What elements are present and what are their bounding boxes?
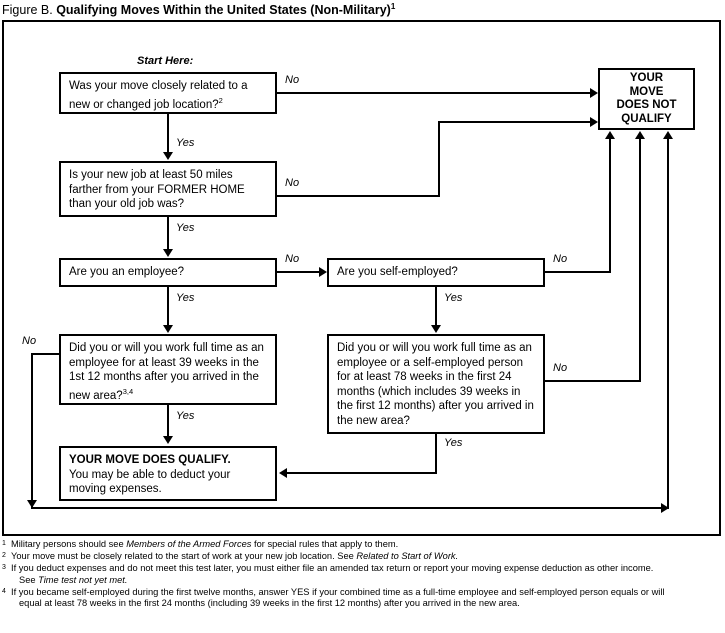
footnote-marker: 1: [2, 540, 6, 547]
edge-q6-no-line-v: [639, 139, 641, 382]
edge-label-q1-no: No: [285, 74, 300, 86]
footnote-item: 2 Your move must be closely related to t…: [2, 551, 723, 563]
decision-box-distance-test[interactable]: Is your new job at least 50 miles farthe…: [59, 161, 277, 217]
edge-q6-no-arrow: [635, 131, 645, 139]
edge-q4-no-line-h: [545, 271, 611, 273]
footnote-marker: 3: [2, 564, 6, 572]
edge-q2-no-arrow: [590, 117, 598, 127]
footnote-marker: 2: [2, 552, 6, 560]
footnote-text: Your move must be closely related to the…: [11, 551, 459, 562]
edge-q2-yes-arrow: [163, 249, 173, 257]
figure-label: Figure B.: [2, 3, 53, 18]
edge-q5-yes-arrow: [163, 436, 173, 444]
edge-q3-no-arrow: [319, 267, 327, 277]
terminal-box-does-not-qualify[interactable]: YOUR MOVE DOES NOT QUALIFY: [598, 68, 695, 130]
decision-box-employee-time-test[interactable]: Did you or will you work full time as an…: [59, 334, 277, 405]
edge-label-q1-yes: Yes: [176, 137, 195, 149]
edge-label-q2-no: No: [285, 177, 300, 189]
edge-q1-no-line: [277, 92, 590, 94]
edge-q3-yes-line: [167, 287, 169, 326]
decision-box-self-employed-time-test-text: Did you or will you work full time as an…: [337, 342, 534, 427]
footnote-text: If you became self-employed during the f…: [11, 586, 665, 609]
edge-q1-no-arrow: [590, 88, 598, 98]
edge-q5-no-line-v: [31, 353, 33, 507]
decision-box-are-you-self-employed-text: Are you self-employed?: [337, 266, 458, 278]
decision-box-distance-test-text: Is your new job at least 50 miles farthe…: [69, 169, 245, 210]
edge-label-q5-no: No: [22, 335, 37, 347]
edge-q6-no-line-h: [545, 380, 641, 382]
edge-q1-yes-arrow: [163, 152, 173, 160]
footnote-item: 3 If you deduct expenses and do not meet…: [2, 563, 723, 586]
footnote-marker: 4: [2, 587, 6, 595]
figure-title-text: Qualifying Moves Within the United State…: [56, 3, 391, 18]
terminal-box-does-qualify[interactable]: YOUR MOVE DOES QUALIFY. You may be able …: [59, 446, 277, 501]
edge-label-q6-no: No: [553, 362, 568, 374]
decision-box-move-related[interactable]: Was your move closely related to a new o…: [59, 72, 277, 114]
does-qualify-body: You may be able to deduct your moving ex…: [69, 468, 231, 496]
edge-label-q3-no: No: [285, 253, 300, 265]
footnotes: 1 Military persons should see Members of…: [2, 539, 723, 611]
figure-title-superscript: 1: [390, 2, 396, 11]
edge-q3-yes-arrow: [163, 325, 173, 333]
edge-q3-no-line: [277, 271, 320, 273]
decision-box-self-employed-time-test[interactable]: Did you or will you work full time as an…: [327, 334, 545, 434]
bottom-rail-line-v: [667, 139, 669, 508]
decision-box-are-you-employee[interactable]: Are you an employee?: [59, 258, 277, 287]
edge-q5-no-arrow: [27, 500, 37, 508]
footnote-item: 1 Military persons should see Members of…: [2, 539, 723, 551]
edge-label-q5-yes: Yes: [176, 410, 195, 422]
edge-label-q2-yes: Yes: [176, 222, 195, 234]
footnote-text: If you deduct expenses and do not meet t…: [11, 563, 654, 585]
edge-label-q4-yes: Yes: [444, 292, 463, 304]
edge-q6-yes-arrow: [279, 468, 287, 478]
decision-box-are-you-employee-text: Are you an employee?: [69, 266, 185, 278]
edge-q2-no-line-h2: [438, 121, 590, 123]
footnote-item: 4 If you became self-employed during the…: [2, 587, 723, 610]
does-not-qualify-line-3: DOES NOT: [616, 99, 677, 111]
edge-label-q3-yes: Yes: [176, 292, 195, 304]
bottom-rail-line-h: [31, 507, 669, 509]
bottom-rail-arrow-up: [663, 131, 673, 139]
does-not-qualify-line-1: YOUR: [629, 72, 664, 84]
edge-q2-no-line-v: [438, 121, 440, 197]
does-not-qualify-line-4: QUALIFY: [621, 112, 672, 125]
does-qualify-title: YOUR MOVE DOES QUALIFY.: [69, 454, 231, 466]
edge-q6-yes-line-h: [287, 472, 437, 474]
flowchart-frame: Start Here: Was your move closely relate…: [2, 20, 721, 536]
edge-q2-yes-line: [167, 217, 169, 250]
decision-box-employee-time-test-superscript: 3,4: [122, 386, 134, 396]
edge-q1-yes-line: [167, 114, 169, 153]
bottom-rail-arrow-right: [661, 503, 669, 513]
start-here-label: Start Here:: [137, 55, 194, 67]
edge-q5-yes-line: [167, 405, 169, 437]
edge-q4-no-arrow: [605, 131, 615, 139]
edge-q4-yes-line: [435, 287, 437, 326]
decision-box-move-related-superscript: 2: [218, 95, 223, 105]
edge-q4-no-line-v: [609, 139, 611, 273]
edge-q4-yes-arrow: [431, 325, 441, 333]
edge-q5-no-line-h: [31, 353, 61, 355]
does-not-qualify-line-2: MOVE: [629, 85, 664, 98]
edge-label-q4-no: No: [553, 253, 568, 265]
decision-box-are-you-self-employed[interactable]: Are you self-employed?: [327, 258, 545, 287]
edge-label-q6-yes: Yes: [444, 437, 463, 449]
edge-q6-yes-line-v: [435, 434, 437, 474]
decision-box-move-related-text: Was your move closely related to a new o…: [69, 80, 248, 111]
footnote-text: Military persons should see Members of t…: [11, 539, 399, 549]
edge-q2-no-line-h1: [277, 195, 440, 197]
decision-box-employee-time-test-text: Did you or will you work full time as an…: [69, 342, 264, 402]
figure-title: Figure B. Qualifying Moves Within the Un…: [2, 2, 717, 20]
